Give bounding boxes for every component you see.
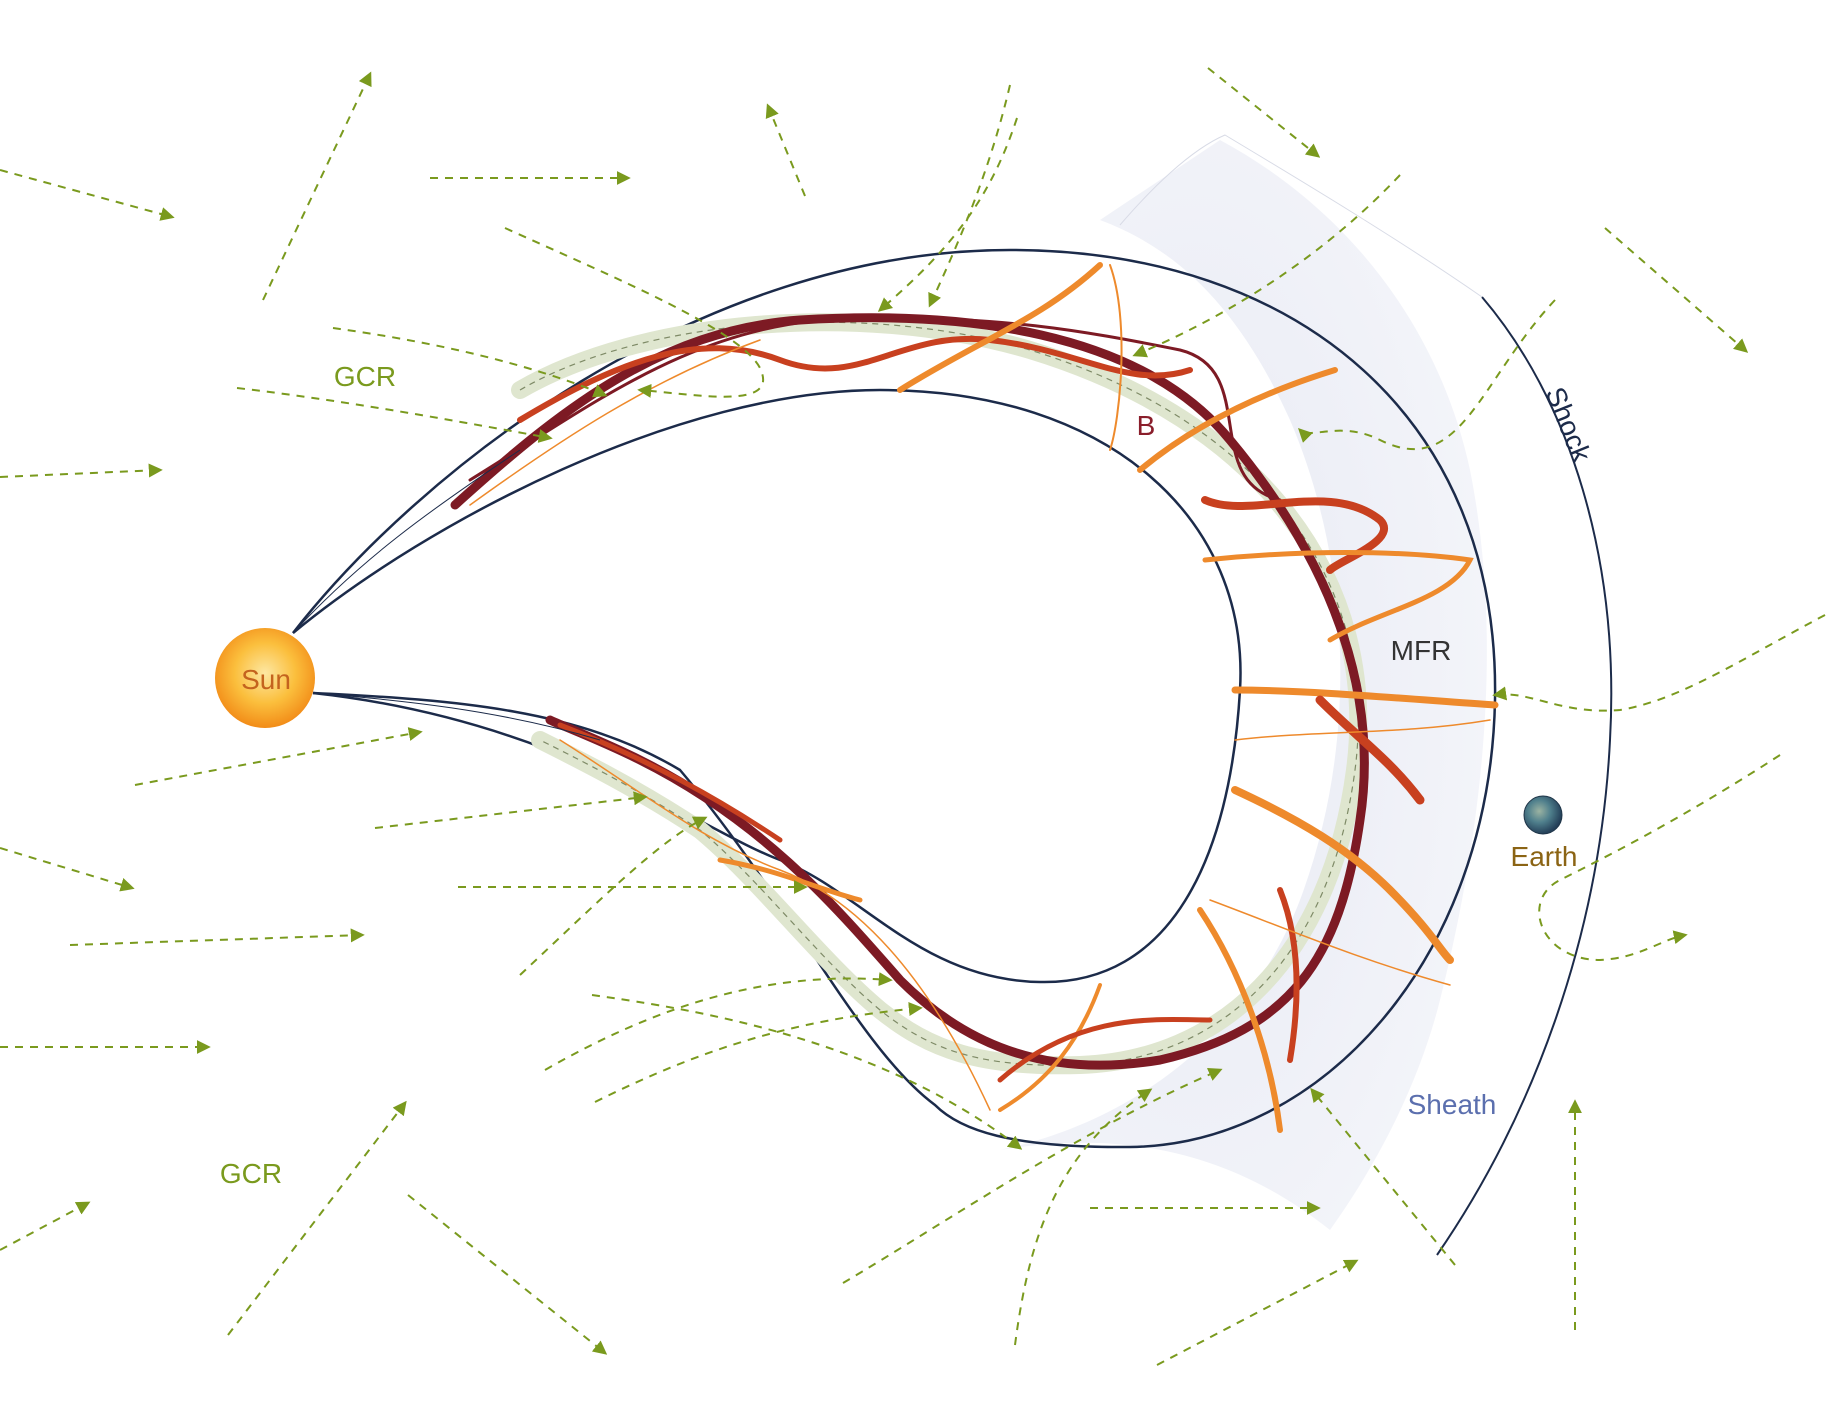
ribbon-thin-orange-4 [1234,719,1491,741]
sheath-region [1000,140,1487,1230]
gcr-arrow-10 [504,227,764,398]
gcr-arrow-27 [227,1100,407,1336]
gcr-arrow-16 [134,727,423,786]
gcr-trajectories [0,67,1826,1366]
mfr-axis-band [511,313,1368,1075]
gcr-arrow-15 [1492,614,1826,712]
gcr-arrow-22 [519,816,708,976]
sun-icon [215,628,315,728]
outer-boundary [292,248,1497,1149]
ribbon-red-1 [517,335,1193,423]
gcr-arrow-1 [0,169,175,221]
ribbon-orange-8 [998,983,1102,1112]
gcr-arrow-32 [1156,1259,1359,1366]
inner-boundary [292,388,1242,984]
ribbon-red-2 [1201,496,1388,574]
sun-label: Sun [241,664,291,695]
ribbon-orange-5 [1231,686,1499,709]
gcr-arrow-20 [69,928,365,946]
shock-faint-edge [1119,134,1483,298]
gcr-arrow-9 [1132,174,1401,358]
mfr-label: MFR [1391,635,1452,666]
ribbon-dark-main [450,313,1369,1070]
gcr-arrow-5 [928,84,1011,308]
ribbon-orange-6 [1231,786,1454,964]
gcr-arrow-4 [765,103,806,197]
gcr-arrow-24 [594,1002,923,1103]
gcr-arrow-11 [332,327,608,398]
sheath-label: Sheath [1408,1089,1497,1120]
ribbon-orange-1 [897,262,1103,393]
sun-legs [292,449,601,741]
ribbon-red-5 [997,1017,1213,1083]
gcr-arrow-29 [842,1067,1223,1284]
gcr-arrow-23 [544,972,893,1071]
gcr-arrow-8 [1604,227,1749,353]
gcr-arrow-28 [407,1194,608,1355]
gcr-arrow-12 [236,387,553,443]
gcr-arrow-33 [1310,1087,1456,1266]
ribbon-orange-2 [1109,264,1123,451]
ribbon-red-4 [1277,887,1300,1063]
gcr-label-top: GCR [334,361,396,392]
gcr-label-bottom: GCR [220,1158,282,1189]
earth-icon [1523,795,1563,835]
ribbon-thin-orange-1 [469,339,761,506]
b-label: B [1137,410,1156,441]
ribbon-orange-7 [1197,907,1283,1133]
ribbon-thin-orange-2 [559,739,991,1111]
ribbon-orange-3 [1137,367,1338,473]
gcr-arrow-17 [374,791,648,829]
gcr-arrow-26 [0,1201,91,1251]
gcr-arrow-13 [0,463,163,478]
earth-label: Earth [1511,841,1578,872]
ribbon-orange-4 [1202,550,1474,643]
gcr-arrow-18 [0,847,135,892]
flux-rope-boundaries [292,248,1497,1149]
gcr-arrow-6 [877,117,1018,312]
shock-label: Shock [1539,383,1597,468]
gcr-arrow-30 [1014,1088,1153,1346]
gcr-arrow-25 [591,994,1023,1150]
gcr-arrow-2 [262,71,372,301]
ribbon-dark-thin [468,316,1282,502]
gcr-arrow-14 [1298,299,1556,451]
shock-front [1436,296,1613,1256]
ribbon-thin-orange-3 [1209,899,1451,986]
ribbon-red-3 [1315,695,1425,805]
